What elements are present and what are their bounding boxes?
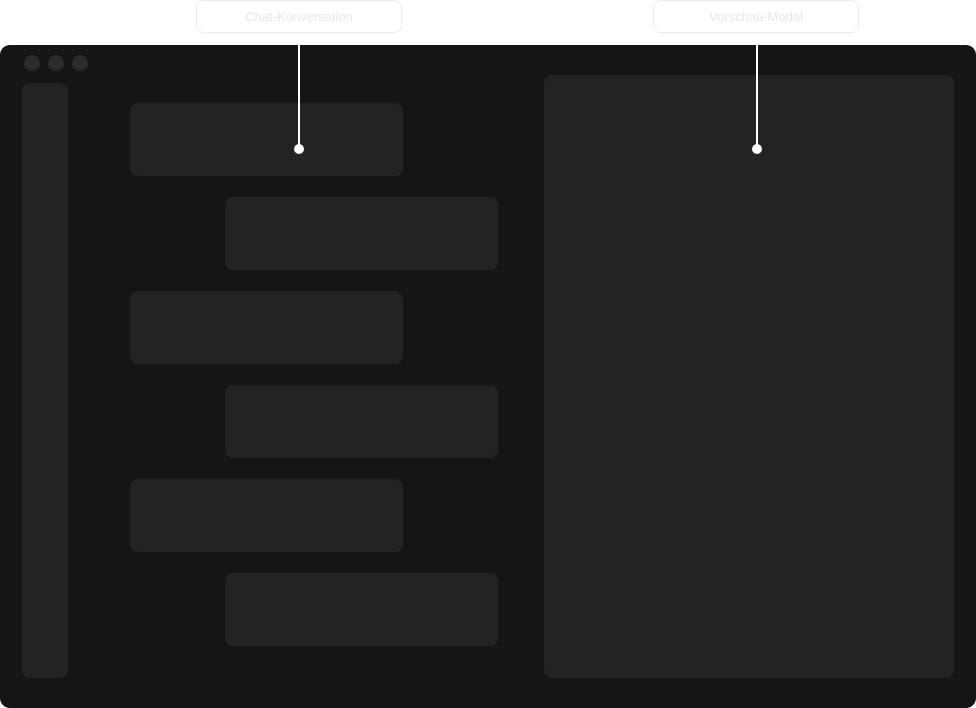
chat-message-incoming	[130, 291, 403, 364]
chat-message-outgoing	[225, 197, 498, 270]
callout-label-preview: Vorschau-Modal	[653, 0, 859, 33]
window-maximize-button[interactable]	[72, 55, 88, 71]
callout-line-preview	[756, 33, 758, 149]
callout-label-conversation: Chat-Konversation	[196, 0, 402, 33]
callout-dot-preview	[752, 144, 762, 154]
sidebar	[22, 83, 68, 678]
window-close-button[interactable]	[24, 55, 40, 71]
callout-dot-conversation	[294, 144, 304, 154]
chat-message-incoming	[130, 103, 403, 176]
chat-message-incoming	[130, 479, 403, 552]
callout-line-conversation	[298, 33, 300, 149]
chat-message-outgoing	[225, 385, 498, 458]
chat-message-outgoing	[225, 573, 498, 646]
window-minimize-button[interactable]	[48, 55, 64, 71]
preview-modal	[544, 75, 954, 678]
